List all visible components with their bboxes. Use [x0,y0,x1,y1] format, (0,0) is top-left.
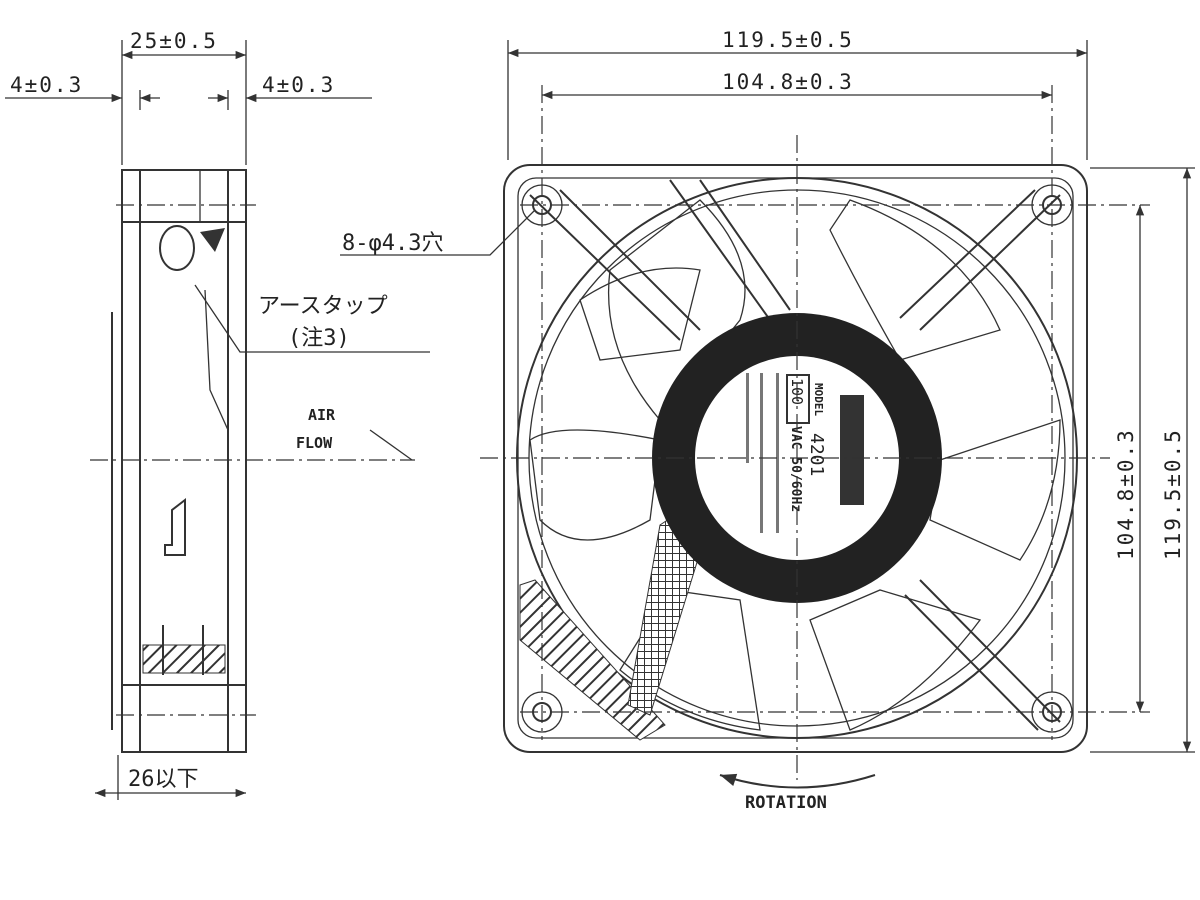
side-view: 25±0.5 4±0.3 4±0.3 26以下 アースタップ (注3) AIR … [5,29,430,800]
outer-height-dim: 119.5±0.5 [1161,428,1185,560]
hole-label: 8-φ4.3穴 [342,231,443,256]
earth-tap-note: (注3) [288,326,350,351]
hub-label: MODEL 4201 100 VAC 50/60Hz [746,373,827,533]
airflow-arrow-icon [164,497,186,556]
front-view: MODEL 4201 100 VAC 50/60Hz 119.5±0.5 104… [340,28,1195,813]
hole-pitch-height-dim: 104.8±0.3 [1114,428,1138,560]
side-hatch [142,644,226,674]
model-caption: MODEL [812,383,825,416]
right-flange-dim: 4±0.3 [262,73,335,97]
earth-tap [159,225,195,271]
fan-blades [529,199,1061,731]
logo [840,395,864,505]
outer-width-dim: 119.5±0.5 [722,28,854,52]
side-width-dim: 25±0.5 [130,29,218,53]
airflow-label-1: AIR [308,406,336,424]
hole-pitch-width-dim: 104.8±0.3 [722,70,854,94]
voltage-suffix: VAC 50/60Hz [788,426,803,512]
rotation-label: ROTATION [745,793,827,813]
side-frame [121,169,247,753]
earth-tap-label: アースタップ [258,294,388,319]
left-flange-dim: 4±0.3 [10,73,83,97]
rotation-arrow-icon [719,773,876,789]
airflow-label-2: FLOW [296,434,333,452]
side-bottom-dim: 26以下 [128,767,199,792]
model-number: 4201 [806,433,827,476]
